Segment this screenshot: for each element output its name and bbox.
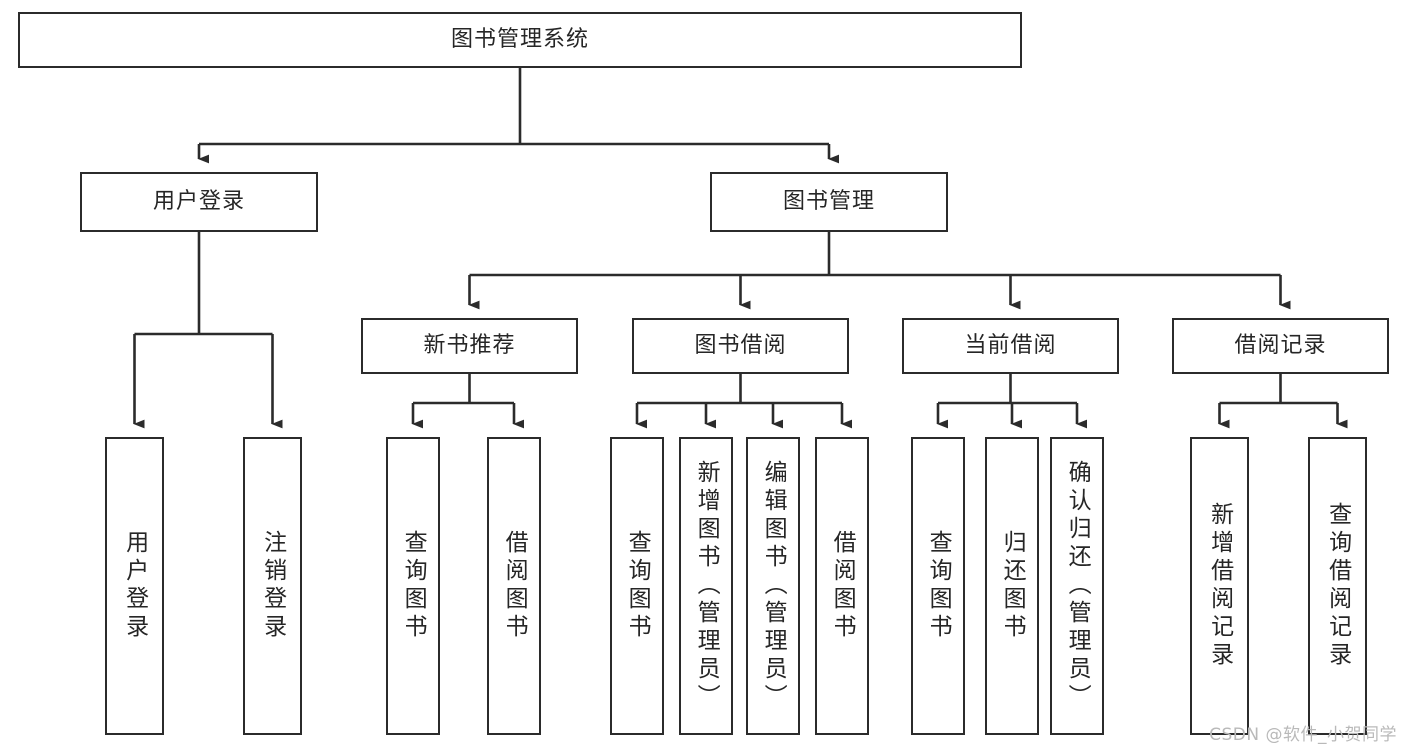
node-label: 查询图书	[624, 530, 651, 642]
node-label: 编辑图书（管理员）	[760, 460, 787, 712]
node-leaf-query-book-2[interactable]: 查询图书	[610, 437, 664, 735]
node-label: 注销登录	[259, 530, 286, 642]
node-leaf-add-book[interactable]: 新增图书（管理员）	[679, 437, 733, 735]
node-leaf-add-record[interactable]: 新增借阅记录	[1190, 437, 1249, 735]
node-leaf-user-login[interactable]: 用户登录	[105, 437, 164, 735]
node-label: 图书管理	[782, 188, 875, 214]
node-label: 借阅记录	[1234, 332, 1327, 358]
node-leaf-edit-book[interactable]: 编辑图书（管理员）	[746, 437, 800, 735]
node-label: 新增图书（管理员）	[693, 460, 720, 712]
node-leaf-logout[interactable]: 注销登录	[243, 437, 302, 735]
edge-group	[133, 68, 1348, 429]
node-label: 确认归还（管理员）	[1064, 460, 1091, 712]
node-user-login[interactable]: 用户登录	[80, 172, 318, 232]
node-label: 查询借阅记录	[1324, 502, 1351, 670]
node-label: 用户登录	[152, 188, 245, 214]
node-label: 新书推荐	[423, 332, 516, 358]
node-leaf-borrow-book-1[interactable]: 借阅图书	[487, 437, 541, 735]
node-leaf-confirm-return[interactable]: 确认归还（管理员）	[1050, 437, 1104, 735]
node-borrow-record[interactable]: 借阅记录	[1172, 318, 1389, 374]
node-label: 当前借阅	[964, 332, 1057, 358]
node-current-borrow[interactable]: 当前借阅	[902, 318, 1119, 374]
node-label: 查询图书	[925, 530, 952, 642]
node-label: 查询图书	[400, 530, 427, 642]
node-label: 用户登录	[121, 530, 148, 642]
node-book-manage[interactable]: 图书管理	[710, 172, 948, 232]
node-root[interactable]: 图书管理系统	[18, 12, 1022, 68]
node-leaf-return-book[interactable]: 归还图书	[985, 437, 1039, 735]
node-label: 新增借阅记录	[1206, 502, 1233, 670]
node-leaf-query-book-3[interactable]: 查询图书	[911, 437, 965, 735]
node-book-borrow[interactable]: 图书借阅	[632, 318, 849, 374]
node-leaf-query-record[interactable]: 查询借阅记录	[1308, 437, 1367, 735]
node-leaf-query-book-1[interactable]: 查询图书	[386, 437, 440, 735]
node-label: 归还图书	[999, 530, 1026, 642]
node-label: 图书借阅	[694, 332, 787, 358]
node-label: 图书管理系统	[450, 26, 589, 52]
node-label: 借阅图书	[501, 530, 528, 642]
node-new-book-rec[interactable]: 新书推荐	[361, 318, 578, 374]
node-leaf-borrow-book-2[interactable]: 借阅图书	[815, 437, 869, 735]
node-label: 借阅图书	[829, 530, 856, 642]
